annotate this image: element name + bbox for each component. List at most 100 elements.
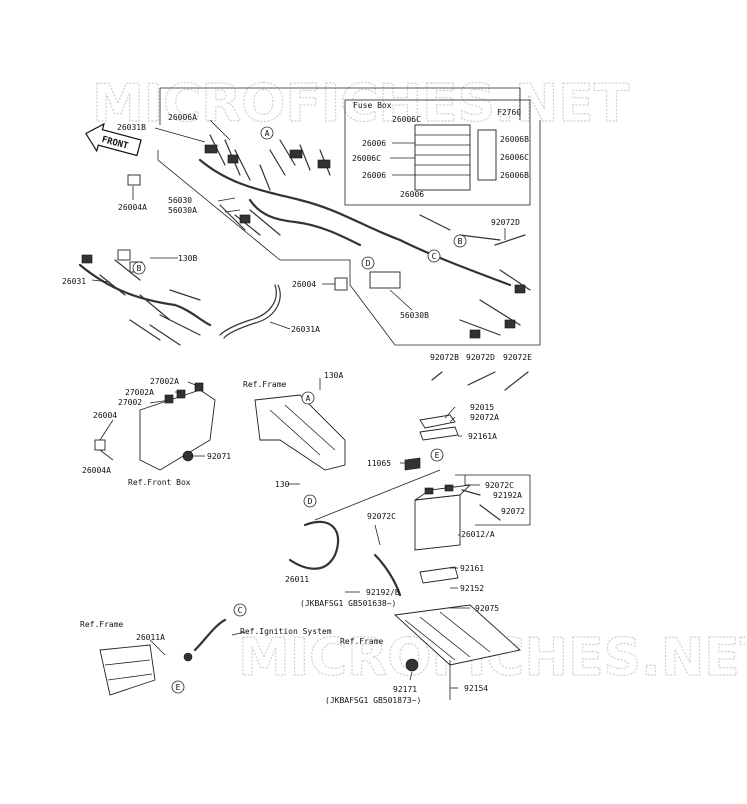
cable-92192b — [373, 553, 402, 597]
label-26011: 26011 — [285, 575, 309, 584]
cap-11065 — [404, 457, 421, 471]
main-harness — [127, 134, 531, 339]
label-92161: 92161 — [460, 564, 484, 573]
label-92192b: 92192/B — [366, 588, 400, 597]
label-27002: 27002 — [118, 398, 142, 407]
callout-d-1: D — [361, 256, 375, 270]
label-92015: 92015 — [470, 403, 494, 412]
svg-text:B: B — [458, 237, 463, 246]
label-92192a: 92192A — [493, 491, 522, 500]
callout-e-1: E — [430, 448, 444, 462]
svg-text:D: D — [308, 497, 313, 506]
label-26011a: 26011A — [136, 633, 165, 642]
battery-assembly — [404, 414, 501, 584]
pad-92072a — [419, 414, 456, 429]
label-130: 130 — [275, 480, 290, 489]
pad-92161a — [419, 426, 459, 441]
label-92075: 92075 — [475, 604, 499, 613]
label-26006a: 26006A — [168, 113, 197, 122]
label-92152: 92152 — [460, 584, 484, 593]
front-arrow-icon: FRONT — [85, 122, 142, 157]
ref-frame-top: Ref.Frame — [243, 380, 287, 389]
label-92071: 92071 — [207, 452, 231, 461]
callout-d-2: D — [303, 494, 317, 508]
clamp-92072b — [431, 371, 443, 381]
relay-56030b — [369, 271, 401, 289]
label-56030: 56030 — [168, 196, 192, 205]
fuse-label-right-3: 26006B — [500, 171, 529, 180]
label-130b: 130B — [178, 254, 197, 263]
label-56030a: 56030A — [168, 206, 197, 215]
battery-tray — [393, 604, 521, 700]
leader-lines — [91, 119, 531, 689]
fuse-label-right-2: 26006C — [500, 153, 529, 162]
clamp-92072e — [504, 371, 529, 391]
fuse-label-right-1: 26006B — [500, 135, 529, 144]
svg-text:D: D — [366, 259, 371, 268]
fuse-label-left-5: 26006 — [400, 190, 424, 199]
label-26031: 26031 — [62, 277, 86, 286]
callout-b-1: B — [132, 261, 146, 275]
connector-26004 — [334, 277, 348, 291]
callout-a-2: A — [301, 391, 315, 405]
label-92154: 92154 — [464, 684, 488, 693]
label-92171: 92171 — [393, 685, 417, 694]
svg-text:E: E — [435, 451, 440, 460]
label-92072a: 92072A — [470, 413, 499, 422]
label-27002a-1: 27002A — [150, 377, 179, 386]
sub-harness-26031 — [78, 249, 212, 346]
callout-e-2: E — [171, 680, 185, 694]
serial-note-1: (JKBAFSG1 GB501638~) — [300, 599, 396, 608]
label-92072c-left: 92072C — [367, 512, 396, 521]
clamp-92072d-top — [494, 234, 526, 246]
serial-note-2: (JKBAFSG1 GB501873~) — [325, 696, 421, 705]
label-26031a: 26031A — [291, 325, 320, 334]
label-92072e: 92072E — [503, 353, 532, 362]
label-130a: 130A — [324, 371, 343, 380]
svg-text:C: C — [238, 606, 243, 615]
frame-section-bottom — [99, 618, 227, 696]
svg-text:A: A — [265, 129, 270, 138]
label-92072: 92072 — [501, 507, 525, 516]
label-92072c-right: 92072C — [485, 481, 514, 490]
label-27002a-2: 27002A — [125, 388, 154, 397]
ref-frame-left: Ref.Frame — [80, 620, 124, 629]
label-26012: 26012/A — [461, 530, 495, 539]
cable-26011 — [288, 520, 340, 570]
callout-b-2: B — [453, 234, 467, 248]
fuse-label-left-2: 26006 — [362, 139, 386, 148]
label-92072d-top: 92072D — [491, 218, 520, 227]
label-56030b: 56030B — [400, 311, 429, 320]
label-26004: 26004 — [292, 280, 316, 289]
ref-frame-bottom: Ref.Frame — [340, 637, 384, 646]
battery — [414, 494, 461, 551]
reference-labels: Ref.Frame Ref.Front Box Ref.Frame Ref.Ig… — [80, 380, 384, 646]
label-26004a-mid: 26004A — [82, 466, 111, 475]
clamp-92072d — [467, 371, 496, 386]
callout-a-1: A — [260, 126, 274, 140]
svg-text:E: E — [176, 683, 181, 692]
fuse-box: Fuse Box F2760 26006C 26006 26006C 26006… — [344, 99, 531, 206]
svg-text:A: A — [306, 394, 311, 403]
diagram-code: F2760 — [497, 108, 521, 117]
label-26004a-top: 26004A — [118, 203, 147, 212]
fuse-label-left-1: 26006C — [392, 115, 421, 124]
label-11065: 11065 — [367, 459, 391, 468]
svg-text:C: C — [432, 252, 437, 261]
label-92072d: 92072D — [466, 353, 495, 362]
svg-text:B: B — [137, 264, 142, 273]
fuse-label-left-4: 26006 — [362, 171, 386, 180]
callout-c-2: C — [233, 603, 247, 617]
fuse-box-title: Fuse Box — [353, 101, 392, 110]
label-26004-mid: 26004 — [93, 411, 117, 420]
part-labels: 26031B 26006A 26004A 56030 56030A 92072D… — [62, 113, 532, 694]
ref-front-box: Ref.Front Box — [128, 478, 191, 487]
watermark-top: MICROFICHES.NET — [92, 74, 630, 134]
label-26031b: 26031B — [117, 123, 146, 132]
connector-26004a — [127, 174, 141, 186]
pad-92161 — [419, 566, 459, 584]
ref-ignition-system: Ref.Ignition System — [240, 627, 332, 636]
label-92072b: 92072B — [430, 353, 459, 362]
